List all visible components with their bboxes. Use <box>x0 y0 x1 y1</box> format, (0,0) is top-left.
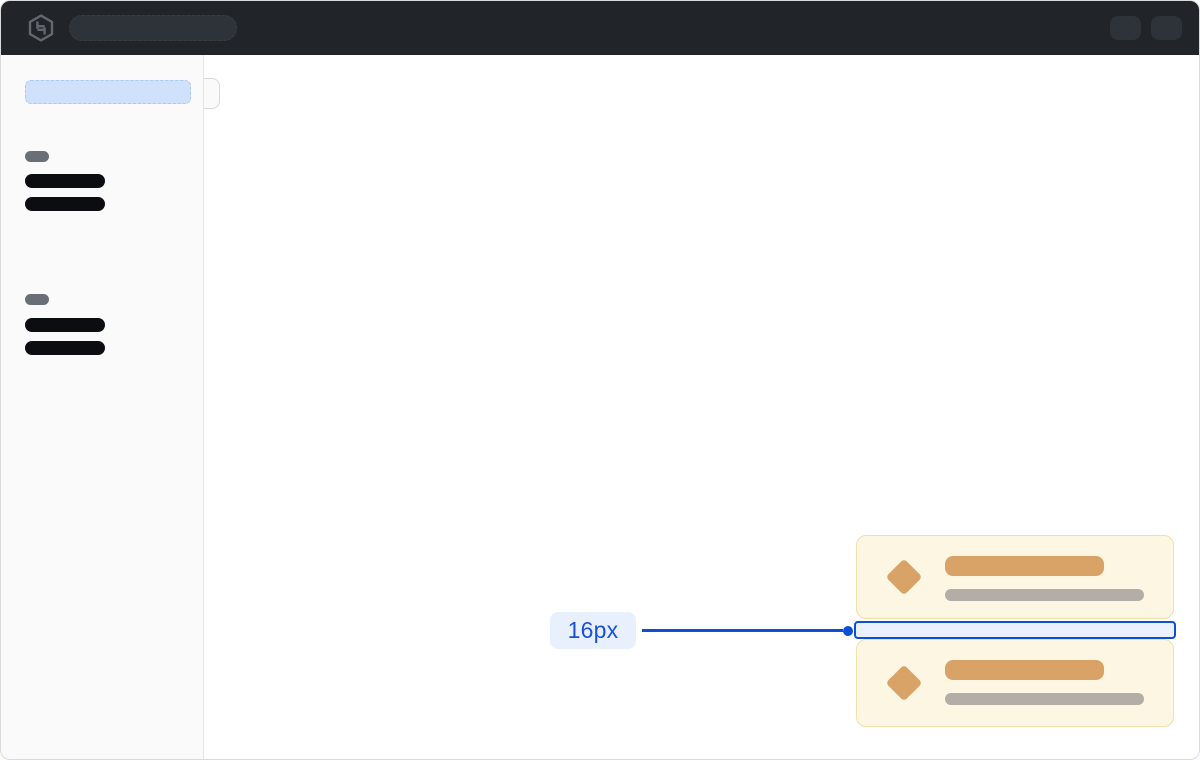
sidebar-nav-item-skeleton[interactable] <box>25 197 105 211</box>
help-button-skeleton[interactable] <box>1110 16 1141 40</box>
spacing-annotation: 16px <box>550 612 853 649</box>
card-title-skeleton <box>945 660 1104 680</box>
sidebar-nav-item-skeleton[interactable] <box>25 318 105 332</box>
diamond-icon <box>885 558 923 596</box>
sidebar-nav-item-skeleton[interactable] <box>25 174 105 188</box>
sidebar-section-label-skeleton <box>25 294 49 305</box>
annotation-connector-line <box>642 629 843 632</box>
top-nav-bar <box>1 1 1199 55</box>
sidebar <box>1 55 204 759</box>
search-input-skeleton[interactable] <box>69 15 237 41</box>
spacing-highlight-box <box>854 621 1176 639</box>
card[interactable] <box>856 535 1174 619</box>
card-subtitle-skeleton <box>945 589 1144 601</box>
sidebar-active-item-skeleton[interactable] <box>25 80 191 104</box>
annotation-endpoint-dot <box>843 625 853 636</box>
topbar-actions <box>1110 16 1182 40</box>
sidebar-toggle-handle[interactable] <box>204 78 220 109</box>
card-title-skeleton <box>945 556 1104 576</box>
spacing-value-label: 16px <box>550 612 636 649</box>
sidebar-nav-item-skeleton[interactable] <box>25 341 105 355</box>
user-menu-skeleton[interactable] <box>1151 16 1182 40</box>
card-subtitle-skeleton <box>945 693 1144 705</box>
card[interactable] <box>856 639 1174 727</box>
sidebar-section-label-skeleton <box>25 151 49 162</box>
diamond-icon <box>885 664 923 702</box>
hashicorp-logo-icon[interactable] <box>28 14 54 42</box>
